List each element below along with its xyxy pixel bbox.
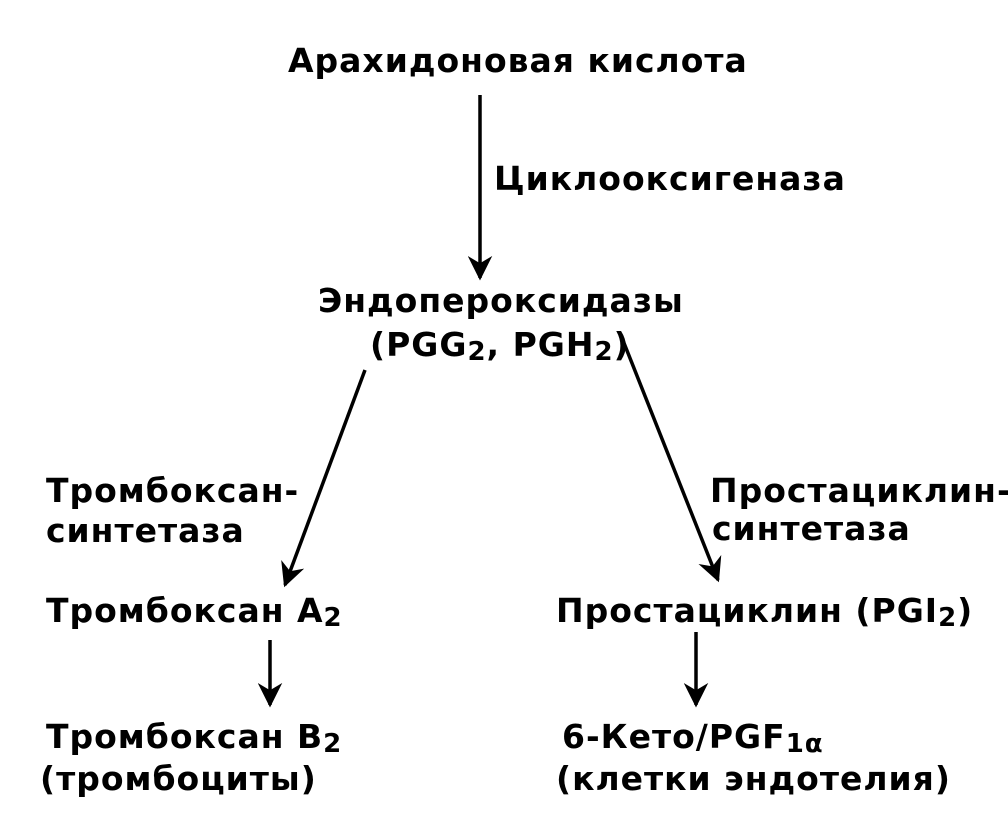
formula-close: ) [613, 325, 630, 364]
node-thromboxane-a2: Тромбоксан A2 [46, 592, 343, 634]
prostacyclin-sub: 2 [938, 603, 958, 633]
enzyme-prostacyclin-synthase-line1: Простациклин- [710, 471, 1008, 510]
node-endoperoxides-formula: (PGG2, PGH2) [370, 326, 630, 368]
thromboxane-b2-sub: 2 [323, 729, 343, 759]
enzyme-thromboxane-synthase-line1: Тромбоксан- [46, 471, 300, 510]
node-6-keto: 6-Кето/PGF1α [562, 718, 824, 760]
prostacyclin-text: Простациклин (PGI [556, 591, 939, 630]
arrow-endoperoxides-to-thromboxane-a2 [281, 369, 367, 588]
node-prostacyclin: Простациклин (PGI2) [556, 592, 973, 634]
formula-sub: 2 [594, 337, 614, 367]
thromboxane-b2-text: Тромбоксан B [46, 717, 324, 756]
formula-pgh: , PGH [486, 325, 595, 364]
thromboxane-a2-text: Тромбоксан A [46, 591, 324, 630]
node-thromboxane-b2: Тромбоксан B2 [46, 718, 342, 760]
enzyme-cyclooxygenase: Циклооксигеназа [494, 159, 846, 198]
node-endothelium: (клетки эндотелия) [556, 759, 951, 798]
formula-pgg: (PGG [370, 325, 468, 364]
keto-text: 6-Кето/PGF [562, 717, 786, 756]
node-thrombocytes: (тромбоциты) [40, 759, 317, 798]
prostacyclin-close: ) [957, 591, 974, 630]
enzyme-prostacyclin-synthase-line2: синтетаза [712, 509, 911, 548]
enzyme-thromboxane-synthase-line2: синтетаза [46, 511, 245, 550]
node-arachidonic-acid: Арахидоновая кислота [288, 41, 748, 80]
keto-sub: 1α [785, 729, 824, 759]
thromboxane-a2-sub: 2 [323, 603, 343, 633]
formula-sub: 2 [467, 337, 487, 367]
node-endoperoxides: Эндопероксидазы [318, 281, 684, 320]
arrow-endoperoxides-to-prostacyclin [620, 337, 722, 583]
